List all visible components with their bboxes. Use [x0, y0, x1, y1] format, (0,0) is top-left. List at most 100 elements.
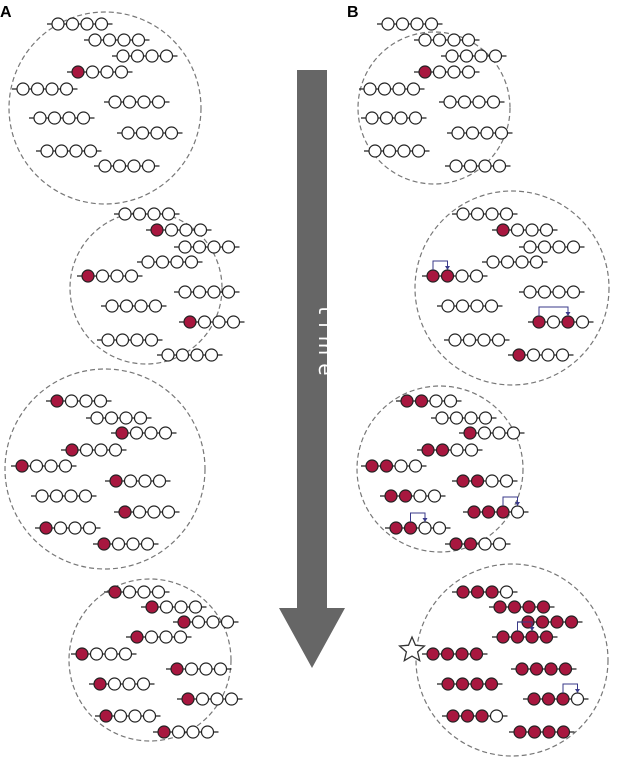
unmarked-bead [570, 692, 585, 706]
chain [422, 647, 488, 661]
chain [396, 394, 462, 408]
unmarked-bead [486, 255, 500, 269]
chain [441, 49, 507, 63]
unmarked-bead [541, 348, 555, 362]
unmarked-bead [82, 521, 97, 535]
marked-bead [470, 677, 484, 691]
spreading-arrowhead [565, 312, 571, 316]
marked-bead [484, 677, 499, 691]
unmarked-bead [474, 49, 488, 63]
unmarked-bead [448, 333, 462, 347]
spreading-arrowhead [529, 627, 535, 631]
unmarked-bead [207, 240, 221, 254]
marked-bead [535, 615, 550, 629]
unmarked-bead [449, 411, 464, 425]
chain [492, 621, 558, 644]
unmarked-bead [451, 126, 465, 140]
unmarked-bead [95, 269, 110, 283]
unmarked-bead [394, 459, 408, 473]
marked-bead [481, 505, 496, 519]
unmarked-bead [137, 585, 151, 599]
chain-group-b-2 [422, 207, 594, 362]
unmarked-bead [413, 489, 427, 503]
unmarked-bead [191, 615, 206, 629]
unmarked-bead [188, 600, 203, 614]
unmarked-bead [170, 255, 184, 269]
unmarked-bead [98, 159, 112, 173]
unmarked-bead [118, 647, 133, 661]
chain [47, 17, 113, 31]
unmarked-bead [127, 159, 141, 173]
unmarked-bead [147, 505, 161, 519]
unmarked-bead [499, 474, 514, 488]
unmarked-bead [392, 82, 406, 96]
unmarked-bead [150, 126, 164, 140]
spreading-arrow [538, 306, 569, 316]
unmarked-bead [79, 394, 93, 408]
marked-bead [446, 709, 460, 723]
unmarked-bead [108, 443, 123, 457]
unmarked-bead [510, 505, 525, 519]
spreading-arrowhead [575, 689, 580, 693]
unmarked-bead [480, 126, 494, 140]
chain [166, 662, 232, 676]
marked-bead [440, 647, 455, 661]
unmarked-bead [206, 615, 220, 629]
marked-bead [550, 615, 564, 629]
marked-bead [170, 662, 184, 676]
marked-bead [536, 600, 551, 614]
chain [452, 585, 518, 599]
unmarked-bead [117, 33, 131, 47]
unmarked-bead [447, 33, 461, 47]
unmarked-bead [104, 647, 118, 661]
unmarked-bead [159, 630, 173, 644]
unmarked-bead [175, 348, 190, 362]
unmarked-bead [132, 207, 147, 221]
unmarked-bead [464, 443, 479, 457]
unmarked-bead [494, 126, 509, 140]
chain [437, 299, 503, 313]
marked-bead [470, 585, 485, 599]
population-circle-b-4 [415, 563, 609, 757]
unmarked-bead [78, 489, 93, 503]
unmarked-bead [492, 159, 507, 173]
marked-bead [527, 692, 541, 706]
unmarked-bead [455, 269, 469, 283]
unmarked-bead [51, 17, 65, 31]
unmarked-bead [178, 285, 192, 299]
unmarked-bead [102, 33, 117, 47]
unmarked-bead [221, 240, 236, 254]
chain [36, 144, 102, 158]
unmarked-bead [193, 223, 208, 237]
unmarked-bead [129, 426, 144, 440]
marked-bead [71, 65, 85, 79]
marked-bead [513, 725, 527, 739]
spreading-arrowhead [445, 266, 450, 270]
unmarked-bead [115, 333, 130, 347]
unmarked-bead [459, 49, 474, 63]
marked-bead [512, 348, 526, 362]
unmarked-bead [566, 240, 581, 254]
unmarked-bead [40, 144, 54, 158]
unmarked-bead [47, 111, 62, 125]
unmarked-bead [455, 299, 470, 313]
marked-bead [118, 505, 132, 519]
unmarked-bead [464, 411, 478, 425]
unmarked-bead [485, 207, 499, 221]
chain [452, 474, 518, 488]
unmarked-bead [197, 315, 212, 329]
unmarked-bead [138, 474, 152, 488]
unmarked-bead [552, 240, 566, 254]
unmarked-bead [93, 394, 108, 408]
unmarked-bead [94, 17, 109, 31]
unmarked-bead [100, 65, 114, 79]
chain [29, 111, 95, 125]
marked-bead [389, 521, 403, 535]
marked-bead [522, 600, 536, 614]
unmarked-bead [488, 49, 503, 63]
unmarked-bead [470, 299, 484, 313]
marked-bead [527, 725, 542, 739]
unmarked-bead [151, 585, 166, 599]
chain-group-a-3 [11, 394, 180, 551]
chain [31, 489, 97, 503]
